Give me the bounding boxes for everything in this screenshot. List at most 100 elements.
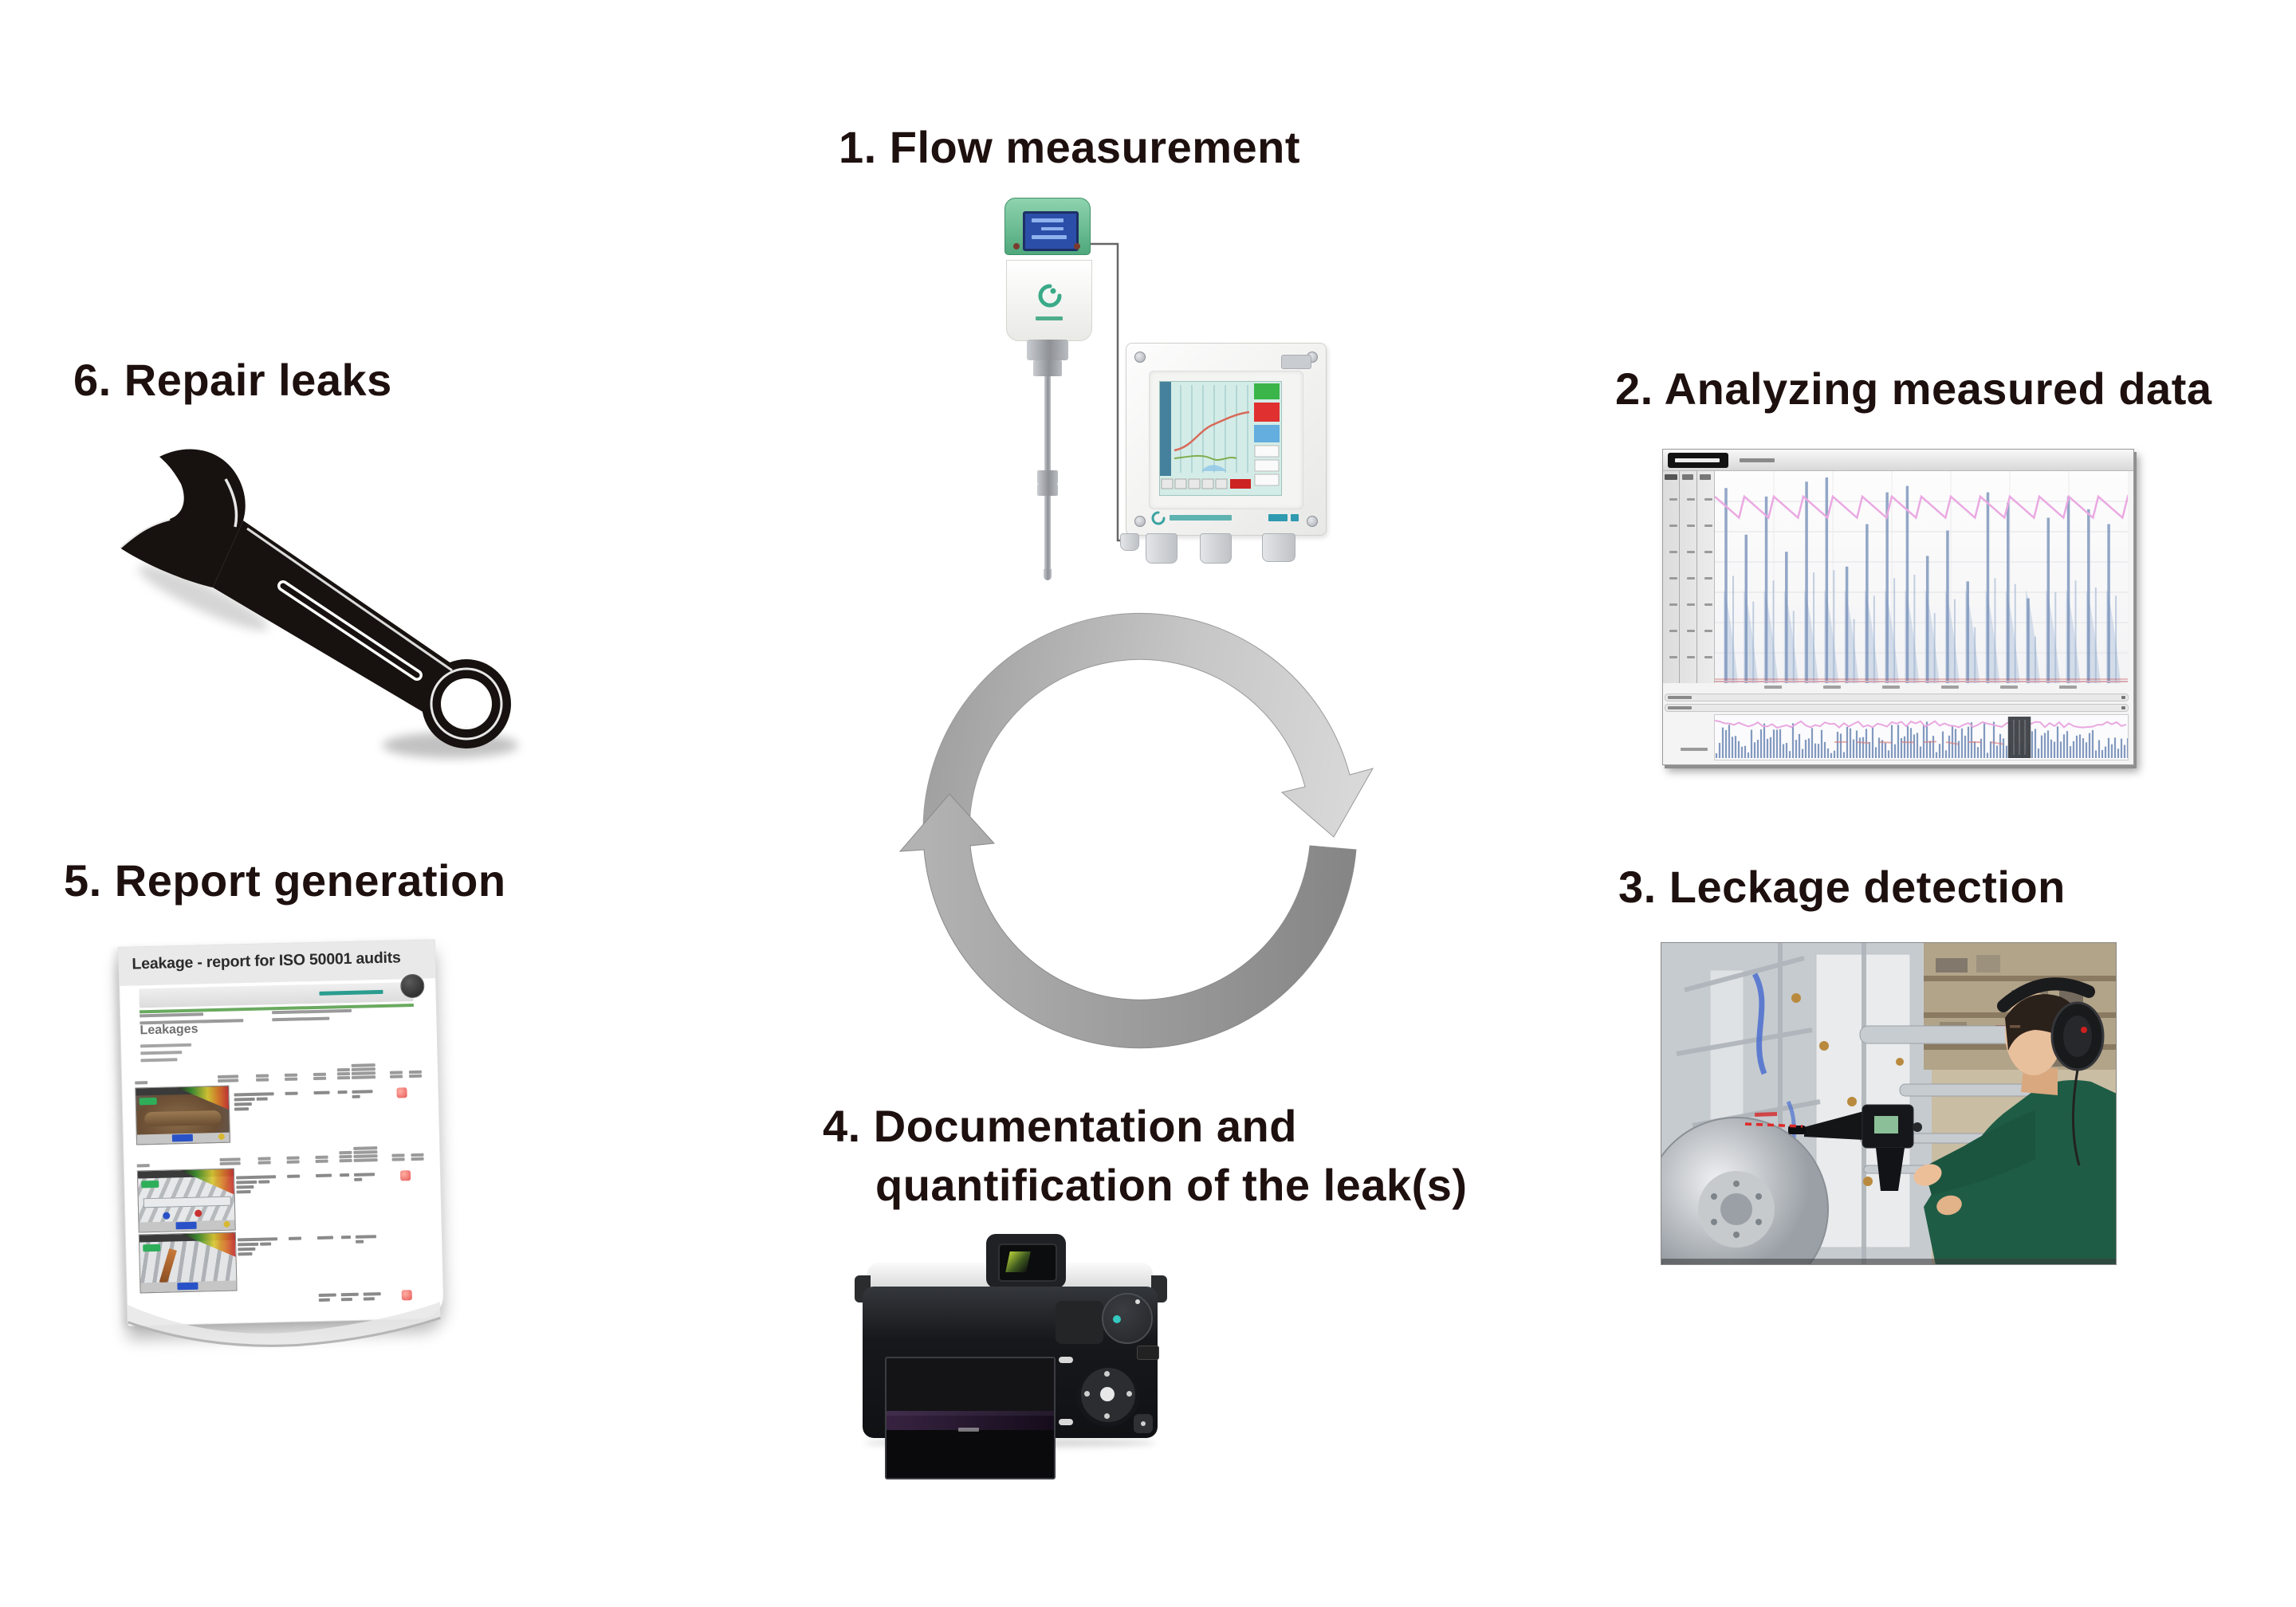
micro-text: [391, 1157, 405, 1161]
micro-text: [411, 1157, 424, 1161]
micro-text: [363, 1292, 381, 1296]
micro-text: [390, 1075, 403, 1079]
report-logo-circle: [399, 973, 425, 999]
micro-text: [217, 1075, 239, 1079]
micro-text: [259, 1237, 278, 1241]
step2-title: 2. Analyzing measured data: [1615, 363, 2212, 415]
micro-text: [258, 1175, 277, 1179]
micro-text: [288, 1236, 302, 1240]
micro-text: [238, 1251, 253, 1255]
micro-text: [285, 1077, 298, 1081]
active-tab: [1668, 453, 1728, 468]
micro-text: [316, 1173, 332, 1177]
micro-text: [1669, 603, 1677, 606]
micro-text: [1665, 474, 1677, 480]
micro-text: [260, 1242, 272, 1246]
micro-text: [315, 1155, 328, 1159]
leak-detection-photo: [1661, 942, 2117, 1265]
micro-text: [1687, 525, 1695, 527]
active-tab-label: [1675, 458, 1720, 462]
display-screen-chart: [1160, 382, 1280, 489]
micro-text: [1704, 551, 1712, 553]
micro-text: [353, 1154, 378, 1158]
micro-text: [315, 1159, 328, 1163]
micro-text: [1687, 603, 1695, 606]
probe-tip: [1044, 569, 1052, 580]
micro-text: [391, 1153, 405, 1157]
camera-body: [863, 1287, 1159, 1479]
camera-illustration: [855, 1234, 1167, 1479]
micro-text: [354, 1177, 363, 1181]
display-unit: [1120, 343, 1327, 564]
main-plot: [1714, 471, 2153, 683]
page-curl: [127, 1302, 441, 1347]
step1-title-text: 1. Flow measurement: [839, 122, 1301, 172]
micro-text: [363, 1297, 375, 1301]
micro-text: [1687, 577, 1695, 580]
step5-title: 5. Report generation: [64, 855, 506, 906]
micro-text: [258, 1161, 271, 1165]
micro-text: [234, 1097, 255, 1101]
micro-text: [2000, 686, 2018, 689]
cable-gland-small: [1120, 533, 1139, 551]
wrench-icon: [118, 449, 518, 758]
cycle-arrow-top: [922, 612, 1374, 838]
thumb-grip-pad: [1056, 1301, 1103, 1344]
sensor-screw-right: [1074, 243, 1080, 249]
display-screen: [1159, 381, 1282, 496]
step1-title: 1. Flow measurement: [839, 121, 1300, 173]
cycle-arrow-bottom: [898, 793, 1357, 1049]
micro-text: [340, 1173, 350, 1177]
main-plot-chart: [1714, 471, 2153, 683]
micro-text: [408, 1070, 422, 1074]
micro-text: [285, 1091, 298, 1095]
flow-sensor-lcd: [1023, 211, 1079, 251]
micro-text: [255, 1074, 269, 1078]
micro-text: [238, 1242, 259, 1246]
inactive-tab-label: [1740, 458, 1775, 462]
micro-text: [1941, 686, 1959, 689]
micro-text: [336, 1071, 351, 1075]
micro-text: [356, 1240, 364, 1244]
step4-title-line1: 4. Documentation and: [823, 1101, 1297, 1151]
micro-text: [140, 1043, 192, 1048]
micro-text: [1687, 551, 1695, 553]
cable-gland: [1200, 533, 1232, 564]
micro-text: [1687, 630, 1695, 632]
micro-text: [256, 1078, 269, 1082]
flow-sensor-cap: [1005, 198, 1091, 255]
micro-text: [135, 1081, 148, 1085]
sensor-brand-text: [1036, 316, 1063, 320]
micro-text: [236, 1180, 258, 1184]
step4-title: 4. Documentation and quantification of t…: [823, 1097, 1468, 1215]
sensor-hex-nut: [1027, 340, 1068, 360]
chart-mark: [1878, 741, 1893, 744]
flow-measurement-illustration: [1005, 198, 1355, 588]
playback-button: [1059, 1357, 1073, 1363]
micro-text: [1687, 498, 1695, 501]
micro-text: [287, 1174, 301, 1178]
micro-text: [1704, 630, 1712, 632]
report-row-icon: [396, 1087, 407, 1098]
viewfinder-eyepiece: [998, 1244, 1057, 1282]
micro-text: [219, 1157, 241, 1161]
sensor-screw-left: [1013, 243, 1020, 249]
step6-title-text: 6. Repair leaks: [73, 355, 392, 405]
leak-detector-cone: [1804, 1111, 1864, 1140]
micro-text: [236, 1175, 261, 1179]
x-tick-labels: [1714, 684, 2127, 692]
micro-text: [284, 1073, 298, 1077]
report-section-heading: Leakages: [140, 1022, 199, 1038]
micro-text: [340, 1297, 352, 1301]
cable-gland: [1146, 533, 1177, 564]
micro-text: [353, 1150, 378, 1154]
camera-lcd: [885, 1357, 1056, 1479]
micro-text: [351, 1071, 375, 1075]
micro-text: [140, 1012, 204, 1018]
display-brand-row: [1151, 511, 1299, 525]
micro-text: [1823, 686, 1841, 689]
delete-button: [1134, 1414, 1153, 1433]
y-axes-strip: [1663, 471, 1715, 683]
micro-text: [1669, 656, 1677, 658]
